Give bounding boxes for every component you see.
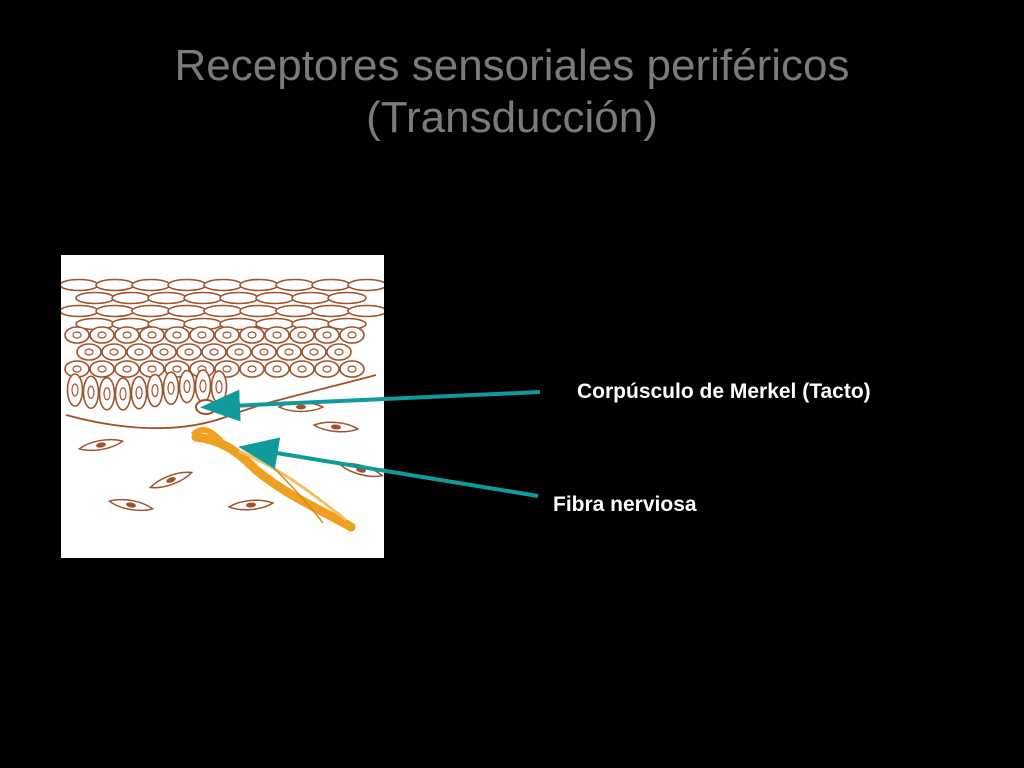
epidermal-cell (339, 360, 365, 378)
epidermal-cell (226, 343, 252, 361)
epidermal-cell (251, 343, 277, 361)
basal-cell (114, 377, 132, 411)
fibroblast (227, 499, 275, 511)
epidermal-cell (89, 360, 115, 378)
epidermal-cell (239, 326, 265, 344)
epidermal-cell (114, 326, 140, 344)
epidermal-cell (239, 360, 265, 378)
fibroblast (148, 471, 194, 489)
epidermal-cell (314, 326, 340, 344)
skin-tissue-illustration (61, 255, 384, 558)
basal-cell (98, 376, 116, 411)
basal-cell (66, 373, 84, 407)
basal-cell (130, 375, 148, 410)
epidermal-cell (76, 343, 102, 361)
epidermal-cell (126, 343, 152, 361)
epidermal-cell (176, 343, 202, 361)
fibra-arrow (238, 437, 539, 498)
epidermal-cell (264, 326, 290, 344)
epidermal-cell (64, 326, 90, 344)
epidermal-cell (201, 343, 227, 361)
epidermal-cell (326, 343, 352, 361)
epidermal-cell (189, 326, 215, 344)
basal-cell (82, 375, 100, 410)
title-line-1: Receptores sensoriales periféricos (174, 41, 850, 90)
title-line-2: (Transducción) (366, 93, 658, 142)
nerve-fiber-label: Fibra nerviosa (553, 493, 697, 516)
fibroblast (107, 498, 155, 512)
epidermal-cell (289, 360, 315, 378)
epidermal-cell (264, 360, 290, 378)
fibroblast (312, 421, 360, 433)
fibroblast (77, 438, 125, 452)
epidermis-cells (61, 278, 384, 430)
epidermal-cell (139, 326, 165, 344)
epidermal-cell (114, 360, 140, 378)
epidermal-cell (151, 343, 177, 361)
epidermal-cell (289, 326, 315, 344)
basal-cell (146, 373, 164, 408)
slide-title: Receptores sensoriales periféricos (Tran… (0, 40, 1024, 144)
basal-cell (178, 369, 196, 404)
epidermal-cell (301, 343, 327, 361)
epidermal-cell (314, 360, 340, 378)
basal-cell (162, 371, 180, 406)
epidermal-cell (101, 343, 127, 361)
merkel-label: Corpúsculo de Merkel (Tacto) (577, 380, 871, 403)
merkel-arrow (200, 389, 541, 422)
epidermal-cell (339, 326, 365, 344)
epidermal-cell (214, 326, 240, 344)
epidermal-cell (276, 343, 302, 361)
epidermal-cell (164, 326, 190, 344)
epidermal-cell (89, 326, 115, 344)
tissue-drawing (61, 278, 384, 532)
